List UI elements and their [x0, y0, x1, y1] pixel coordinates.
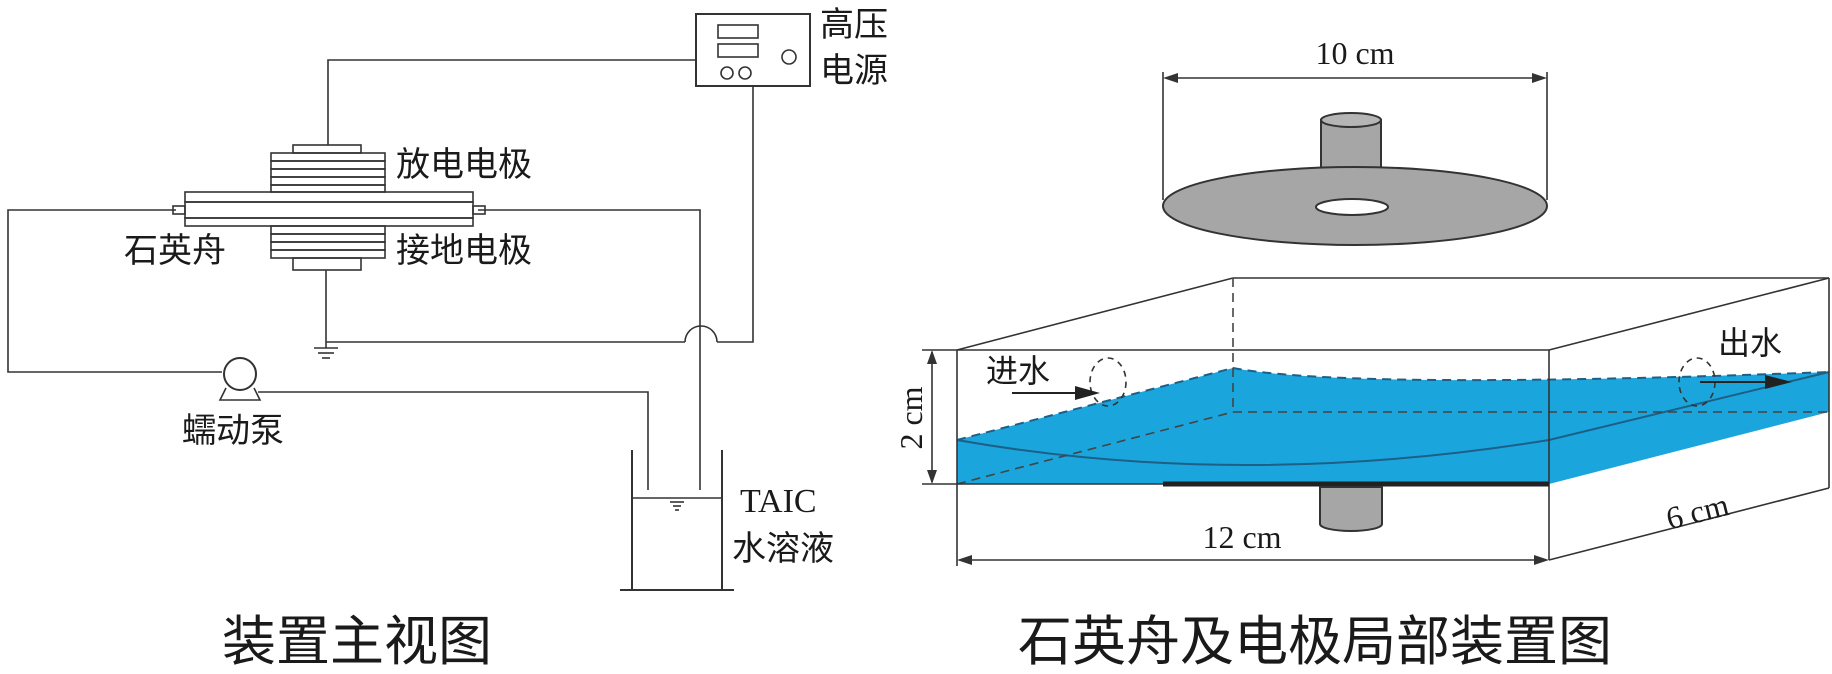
discharge-electrode-label: 放电电极 [396, 145, 532, 185]
dim-top-line [1162, 72, 1548, 200]
power-supply-label: 高压 电源 [820, 5, 899, 91]
dim-depth-label: 6 cm [1662, 486, 1732, 536]
box-front [956, 278, 1830, 561]
bottom-cylinder-electrode [1319, 486, 1383, 532]
solution-label-line2: 水溶液 [732, 529, 834, 569]
solution-label-line1: TAIC [740, 483, 817, 520]
water-surface-top [956, 366, 1830, 441]
inlet-marker [1012, 357, 1127, 407]
right-panel: 10 cm [893, 35, 1830, 673]
quartz-boat [172, 191, 486, 227]
outlet-marker [1678, 357, 1792, 407]
dim-height-line [922, 349, 957, 485]
quartz-boat-label: 石英舟 [124, 231, 226, 271]
dim-height-label: 2 cm [893, 386, 929, 449]
dim-top-label: 10 cm [1315, 35, 1394, 71]
water-in-label: 进水 [986, 352, 1050, 390]
solution-label: TAIC 水溶液 [732, 481, 834, 569]
ground-electrode [270, 225, 386, 271]
dim-length-line [956, 484, 1549, 566]
power-supply-unit [695, 13, 811, 87]
discharge-electrode [270, 144, 386, 193]
box-hidden-edges [956, 278, 1829, 485]
left-panel: 高压 电源 [7, 5, 899, 673]
right-caption: 石英舟及电极局部装置图 [1018, 610, 1612, 673]
box-outline-top [956, 277, 1830, 351]
wiring [7, 59, 754, 490]
ground-electrode-label: 接地电极 [396, 231, 532, 271]
top-disc-electrode [1162, 112, 1548, 246]
left-caption: 装置主视图 [222, 610, 492, 673]
water-body [957, 368, 1829, 484]
beaker-icon [620, 450, 734, 591]
water-surface-front [956, 371, 1830, 466]
power-supply-label-line1: 高压 [820, 5, 888, 45]
pump-label: 蠕动泵 [182, 411, 284, 451]
pump-icon [218, 357, 262, 401]
dim-length-label: 12 cm [1202, 519, 1281, 555]
power-supply-label-line2: 电源 [820, 51, 888, 91]
water-out-label: 出水 [1718, 324, 1782, 362]
